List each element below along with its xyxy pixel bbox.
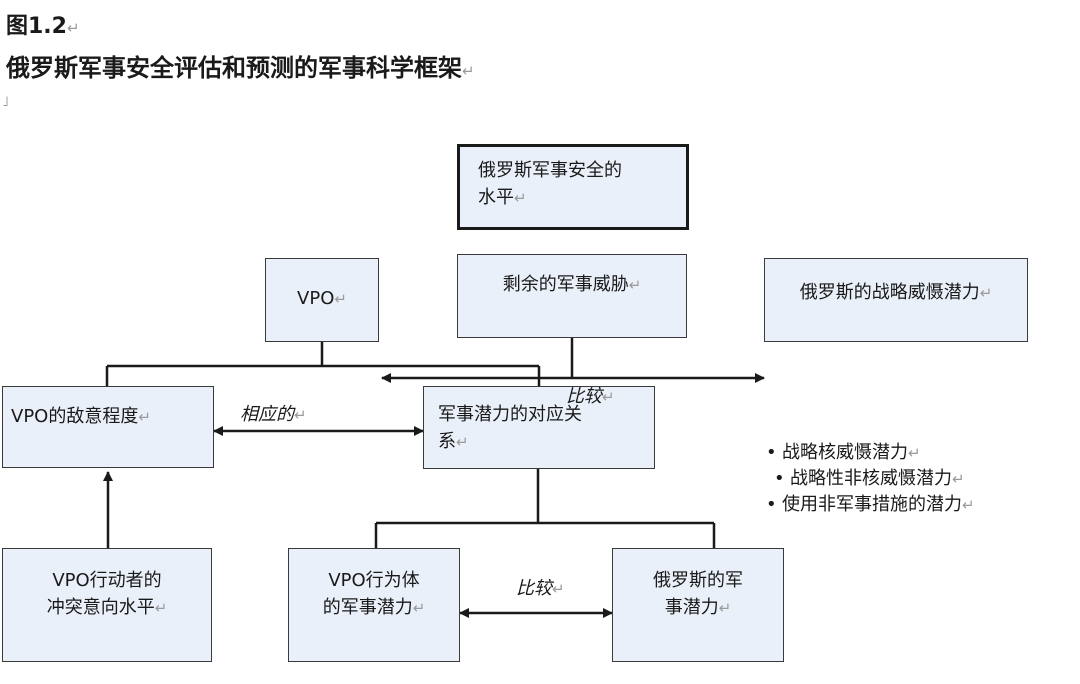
return-mark-icon: ↵	[979, 284, 993, 302]
figure-label: 图1.2↵	[6, 14, 80, 39]
return-mark-icon: ↵	[334, 290, 347, 308]
return-mark-icon: ↵	[138, 408, 151, 426]
strategic-deterrence-box: 俄罗斯的战略威慑潜力↵	[764, 258, 1028, 342]
actor-conflict-box: VPO行动者的 冲突意向水平↵	[2, 548, 212, 662]
vpo-actor-potential-box: VPO行为体 的军事潜力↵	[288, 548, 460, 662]
return-mark-icon: ↵	[952, 470, 965, 488]
return-mark-icon: ↵	[154, 599, 168, 617]
residual-threat-box: 剩余的军事威胁↵	[457, 254, 687, 338]
vpo-box: VPO↵	[265, 258, 379, 342]
return-mark-icon: ↵	[552, 580, 565, 598]
return-mark-icon: ↵	[514, 189, 527, 207]
corner-mark-icon: ˩	[2, 94, 9, 110]
return-mark-icon: ↵	[962, 496, 975, 514]
bullet-dot-icon: •	[766, 494, 777, 515]
return-mark-icon: ↵	[412, 599, 426, 617]
corresponding-label: 相应的↵	[240, 404, 307, 425]
return-mark-icon: ↵	[462, 62, 475, 80]
return-mark-icon: ↵	[456, 433, 469, 451]
vpo-hostility-box: VPO的敌意程度↵	[2, 386, 214, 468]
return-mark-icon: ↵	[66, 19, 80, 37]
bullet-item: •使用非军事措施的潜力↵	[766, 492, 975, 518]
potential-correspondence-box: 军事潜力的对应关 系↵	[423, 386, 655, 469]
return-mark-icon: ↵	[628, 276, 642, 294]
return-mark-icon: ↵	[294, 406, 307, 424]
security-level-box: 俄罗斯军事安全的 水平↵	[457, 144, 689, 230]
return-mark-icon: ↵	[718, 599, 732, 617]
bullet-dot-icon: •	[774, 468, 785, 489]
bullet-item: •战略性非核威慑潜力↵	[766, 466, 975, 492]
bullet-dot-icon: •	[766, 442, 777, 463]
return-mark-icon: ↵	[602, 388, 615, 406]
figure-title: 俄罗斯军事安全评估和预测的军事科学框架↵	[6, 54, 475, 82]
deterrence-bullet-list: •战略核威慑潜力↵ •战略性非核威慑潜力↵ •使用非军事措施的潜力↵	[766, 440, 975, 518]
compare-bottom-label: 比较↵	[516, 578, 565, 599]
russia-potential-box: 俄罗斯的军 事潜力↵	[612, 548, 784, 662]
return-mark-icon: ↵	[908, 444, 921, 462]
bullet-item: •战略核威慑潜力↵	[766, 440, 975, 466]
compare-top-label: 比较↵	[566, 386, 615, 407]
